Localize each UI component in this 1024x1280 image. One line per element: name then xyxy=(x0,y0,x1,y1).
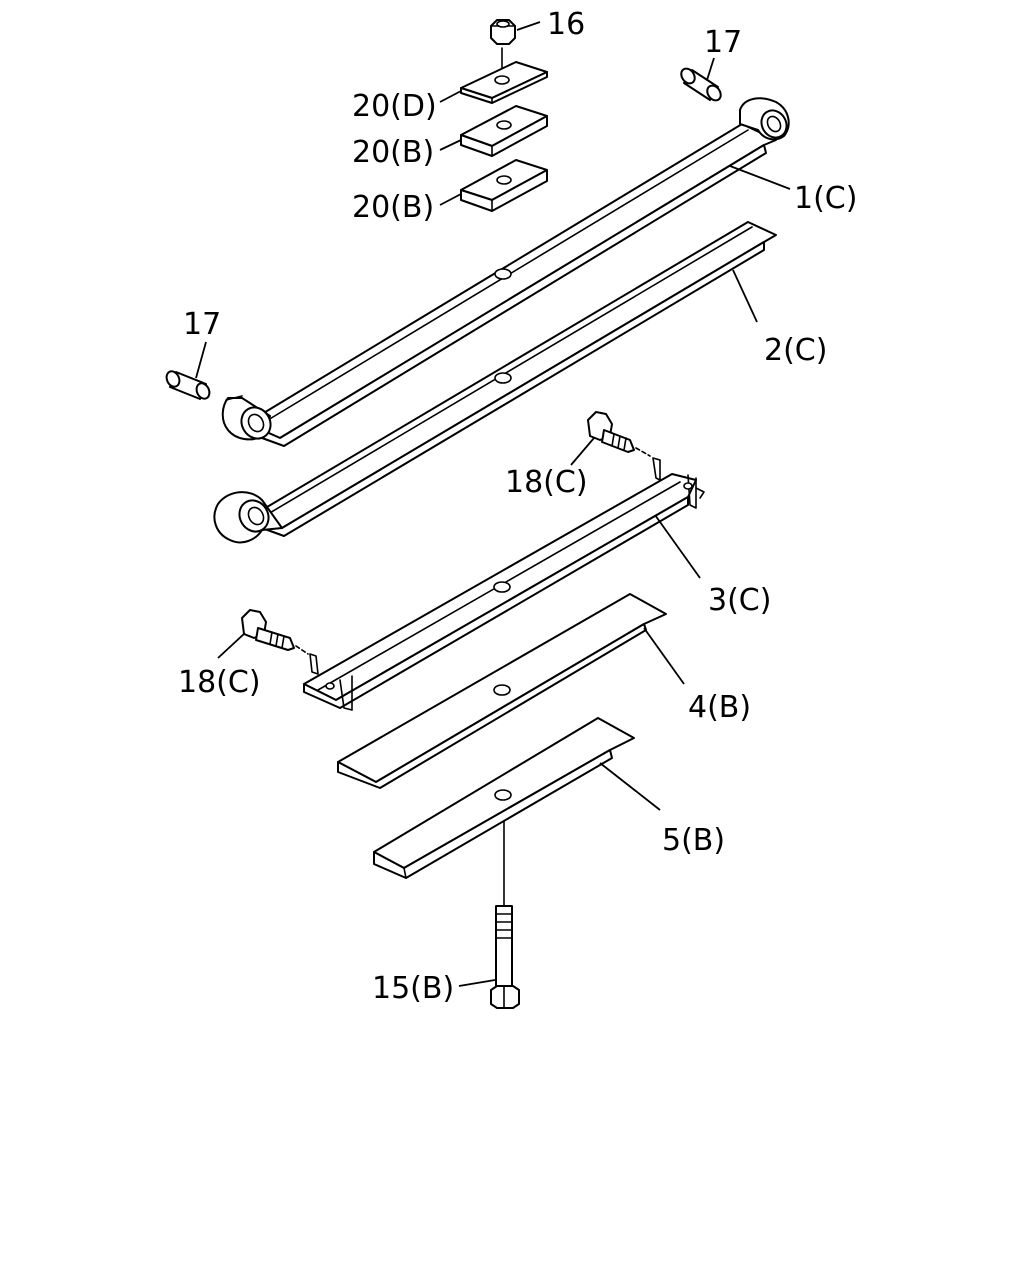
part-5b-leaf xyxy=(373,717,635,879)
part-2c-second-leaf xyxy=(213,221,777,544)
part-16-nut xyxy=(490,19,516,45)
part-4b-leaf xyxy=(337,593,667,789)
label-1c: 1(C) xyxy=(794,181,857,216)
part-3c-clip-leaf xyxy=(303,457,705,711)
label-20b-1: 20(B) xyxy=(352,135,434,170)
leader-lines xyxy=(195,21,791,987)
part-17-bushing-top xyxy=(680,67,722,102)
part-20d-plate xyxy=(460,61,548,104)
part-17-bushing-left xyxy=(165,370,211,400)
part-20b-plate-1 xyxy=(460,105,548,157)
part-18c-bolt-left xyxy=(241,609,309,655)
label-16: 16 xyxy=(547,7,585,42)
label-20b-2: 20(B) xyxy=(352,190,434,225)
part-1c-main-leaf xyxy=(221,97,790,447)
label-2c: 2(C) xyxy=(764,333,827,368)
label-17-left: 17 xyxy=(183,307,221,342)
label-3c: 3(C) xyxy=(708,583,771,618)
part-20b-plate-2 xyxy=(460,159,548,212)
label-5b: 5(B) xyxy=(662,823,725,858)
label-18c-left: 18(C) xyxy=(178,665,261,700)
label-4b: 4(B) xyxy=(688,690,751,725)
label-20d: 20(D) xyxy=(352,89,437,124)
part-18c-bolt-right xyxy=(587,411,651,457)
label-17-top: 17 xyxy=(704,25,742,60)
label-15b: 15(B) xyxy=(372,971,454,1006)
label-18c-right: 18(C) xyxy=(505,465,588,500)
part-15b-center-bolt xyxy=(490,905,520,1009)
